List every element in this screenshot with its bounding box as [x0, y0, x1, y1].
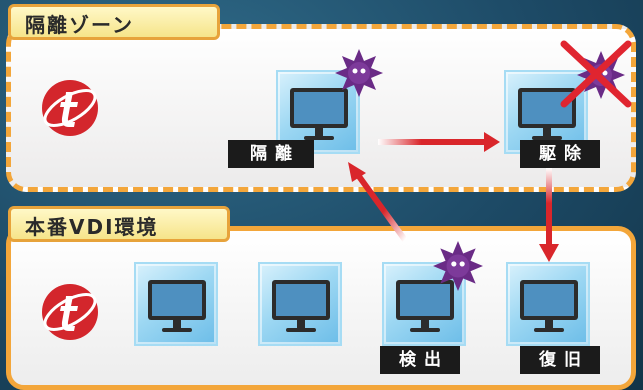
monitor-icon — [148, 280, 206, 332]
virus-icon — [335, 49, 383, 97]
vdi-vm-2 — [258, 262, 342, 346]
arrow-detect-to-isolate — [348, 162, 408, 242]
label-detect: 検出 — [380, 346, 460, 374]
label-restore: 復旧 — [520, 346, 600, 374]
cross-mark-icon — [560, 40, 632, 108]
monitor-icon — [272, 280, 330, 332]
monitor-icon — [518, 88, 576, 140]
virus-icon — [433, 241, 483, 291]
arrow-remove-to-restore — [539, 168, 559, 262]
arrow-isolate-to-remove — [378, 132, 500, 152]
trend-micro-logo-icon — [42, 80, 98, 136]
label-remove: 駆除 — [520, 140, 600, 168]
monitor-icon — [520, 280, 578, 332]
monitor-icon — [290, 88, 348, 140]
quarantine-zone-title: 隔離ゾーン — [8, 4, 220, 40]
trend-micro-logo-icon — [42, 284, 98, 340]
restored-vm — [506, 262, 590, 346]
monitor-icon — [396, 280, 454, 332]
production-zone-title: 本番VDI環境 — [8, 206, 230, 242]
infected-vm — [382, 262, 466, 346]
label-isolate: 隔離 — [228, 140, 314, 168]
vdi-vm-1 — [134, 262, 218, 346]
